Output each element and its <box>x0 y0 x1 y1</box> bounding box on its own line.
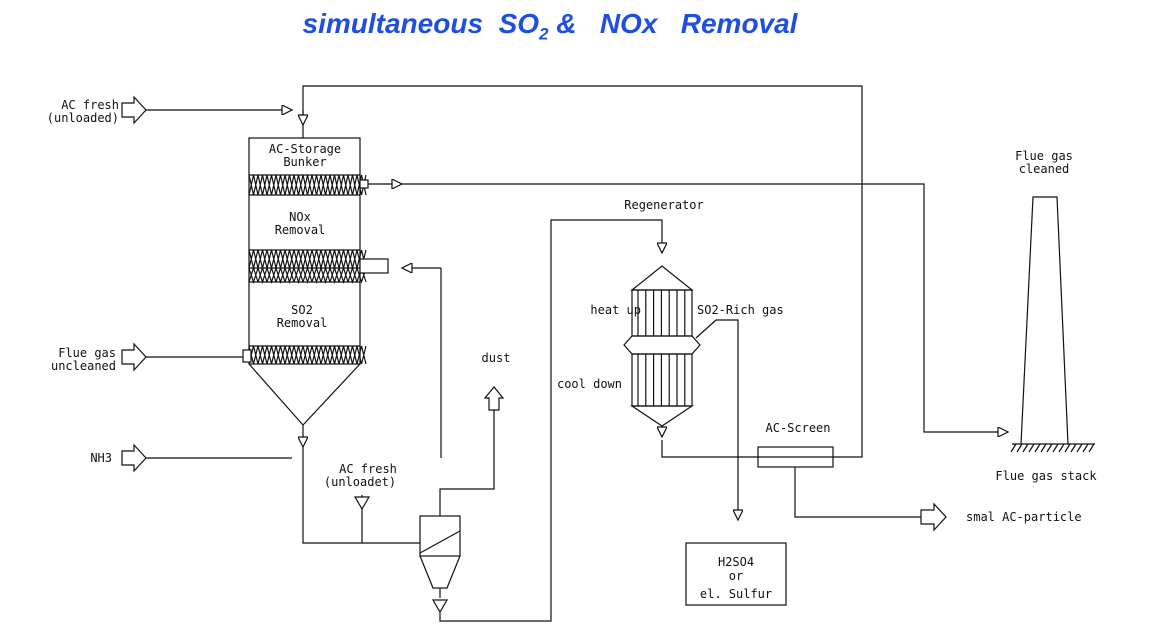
h2so4-or-label: or <box>729 569 743 583</box>
regenerator-label: Regenerator <box>624 198 703 212</box>
el-sulfur-label: el. Sulfur <box>700 587 772 601</box>
ground-hatching <box>1010 443 1095 453</box>
ac-fresh-unloaded-label: AC fresh <box>61 98 119 112</box>
dust-label: dust <box>482 351 511 365</box>
h2so4-product-box <box>685 542 787 606</box>
ac-fresh-unloadet-arrow <box>353 496 371 511</box>
nox-removal-label-2: Removal <box>275 223 326 237</box>
nh3-inlet-nozzle <box>359 258 389 274</box>
diagram-title: simultaneous SO2 & NOx Removal <box>302 8 798 44</box>
flue-gas-uncleaned-label: Flue gas <box>58 346 116 360</box>
small-particle-line <box>794 467 921 518</box>
storage-bunker-label-2: Bunker <box>283 155 326 169</box>
flue-gas-cleaned-label: Flue gas <box>1015 149 1073 163</box>
regenerator-feed-line <box>439 219 662 622</box>
so2-rich-gas-line <box>695 319 738 520</box>
heat-up-label: heat up <box>590 303 641 317</box>
small-particle-arrow <box>920 502 947 532</box>
flue-gas-inlet-arrow <box>121 342 147 372</box>
flue-gas-inlet-nozzle <box>242 349 252 363</box>
catalyst-bed-hatching <box>248 174 367 365</box>
nh3-label: NH3 <box>90 451 112 465</box>
so2-removal-label: SO2 <box>291 303 313 317</box>
flue-gas-stack-label: Flue gas stack <box>995 469 1097 483</box>
flue-gas-stack <box>1012 196 1095 445</box>
nh3-inlet-arrow <box>121 443 147 473</box>
ac-fresh-unloadet-label-2: (unloadet) <box>324 475 396 489</box>
dust-line <box>439 405 495 516</box>
small-ac-particle-label: smal AC-particle <box>966 510 1082 524</box>
flue-gas-uncleaned-label-2: uncleaned <box>51 359 116 373</box>
nox-outlet-nozzle <box>359 179 369 189</box>
ac-screen-label: AC-Screen <box>765 421 830 435</box>
regenerator-tubes <box>637 290 686 406</box>
so2-removal-label-2: Removal <box>277 316 328 330</box>
ac-fresh-unloaded-label-2: (unloaded) <box>47 111 119 125</box>
cool-down-label: cool down <box>557 377 622 391</box>
dust-arrow <box>483 386 505 411</box>
h2so4-label: H2SO4 <box>718 555 754 569</box>
ac-fresh-unloadet-label: AC fresh <box>339 462 397 476</box>
storage-bunker-label: AC-Storage <box>269 142 341 156</box>
flue-gas-cleaned-label-2: cleaned <box>1019 162 1070 176</box>
dust-separator <box>419 515 461 589</box>
ac-return-line <box>302 85 863 458</box>
ac-fresh-inlet-arrow <box>121 95 147 125</box>
nox-removal-label: NOx <box>289 210 311 224</box>
so2-rich-gas-label: SO2-Rich gas <box>697 303 784 317</box>
